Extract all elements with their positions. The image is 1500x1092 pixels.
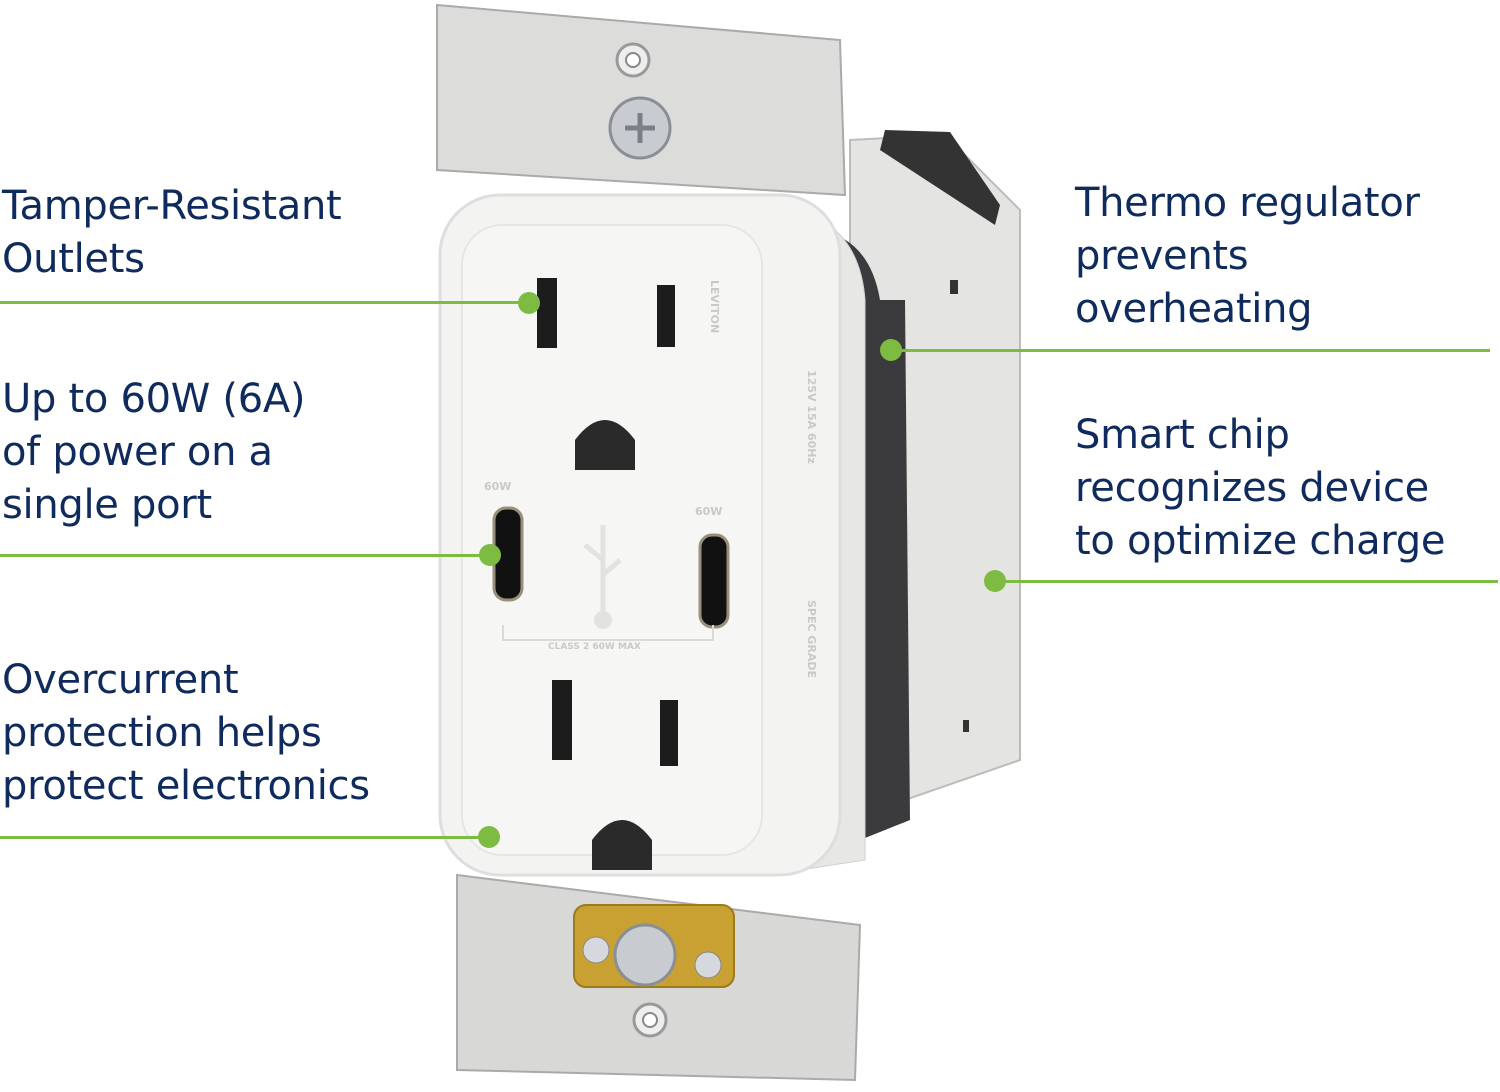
rating-marking: 125V 15A 60Hz [805,370,818,464]
callout-power-60w: Up to 60W (6A) of power on a single port [2,376,306,528]
terminal-screw [613,923,677,987]
leader-line-power-60w [0,554,490,557]
callout-overcurrent: Overcurrent protection helps protect ele… [2,657,370,809]
lower-slot-left [552,680,572,760]
leader-line-thermo-regulator [895,349,1490,352]
leader-line-smart-chip [995,580,1498,583]
brand-marking: LEVITON [708,280,721,334]
usb-class-marking: CLASS 2 60W MAX [548,642,641,652]
callout-smart-chip: Smart chip recognizes device to optimize… [1075,412,1446,564]
usb-rating-right: 60W [695,505,723,518]
callout-dot-icon [478,826,500,848]
lower-ground-hole [592,820,652,870]
callout-thermo-regulator: Thermo regulator prevents overheating [1075,180,1420,332]
leader-line-overcurrent [0,836,485,839]
callout-dot-icon [518,292,540,314]
upper-ground-hole [575,420,635,470]
lower-slot-right [660,700,678,766]
usb-symbol [583,525,622,615]
leader-line-tamper-resistant [0,301,525,304]
usb-c-port-right [698,533,730,629]
callout-dot-icon [880,339,902,361]
callout-dot-icon [479,544,501,566]
upper-slot-right [657,285,675,347]
grade-marking: SPEC GRADE [805,600,818,679]
callout-tamper-resistant: Tamper-Resistant Outlets [2,183,342,282]
usb-rating-left: 60W [484,480,512,493]
upper-slot-left [537,278,557,348]
callout-dot-icon [984,570,1006,592]
